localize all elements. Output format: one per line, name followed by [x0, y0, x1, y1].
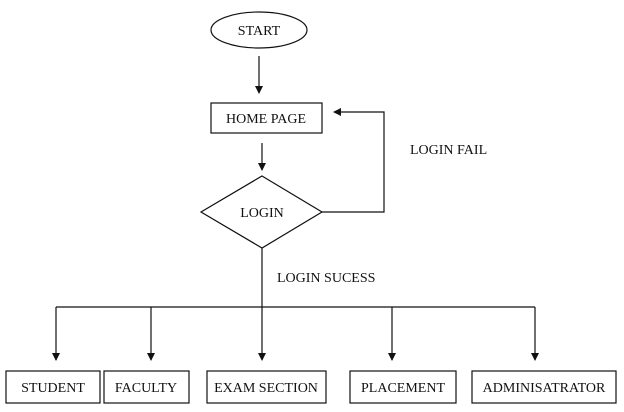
start-node: START	[210, 11, 308, 49]
arrow-login-fail-loop	[322, 108, 385, 213]
login-label: LOGIN	[240, 206, 284, 221]
home-page-node: HOME PAGE	[210, 102, 323, 134]
student-label: STUDENT	[21, 381, 85, 396]
start-label: START	[238, 24, 281, 39]
exam-section-node: EXAM SECTION	[206, 370, 327, 404]
administrator-label: ADMINISATRATOR	[483, 381, 606, 396]
home-page-label: HOME PAGE	[226, 112, 306, 127]
placement-node: PLACEMENT	[349, 370, 457, 404]
login-decision-node: LOGIN	[199, 175, 324, 249]
login-fail-label: LOGIN FAIL	[410, 143, 487, 158]
administrator-node: ADMINISATRATOR	[471, 370, 617, 404]
login-success-label: LOGIN SUCESS	[277, 271, 375, 286]
exam-section-label: EXAM SECTION	[214, 381, 318, 396]
faculty-label: FACULTY	[115, 381, 177, 396]
faculty-node: FACULTY	[103, 370, 190, 404]
student-node: STUDENT	[5, 370, 101, 404]
placement-label: PLACEMENT	[361, 381, 445, 396]
